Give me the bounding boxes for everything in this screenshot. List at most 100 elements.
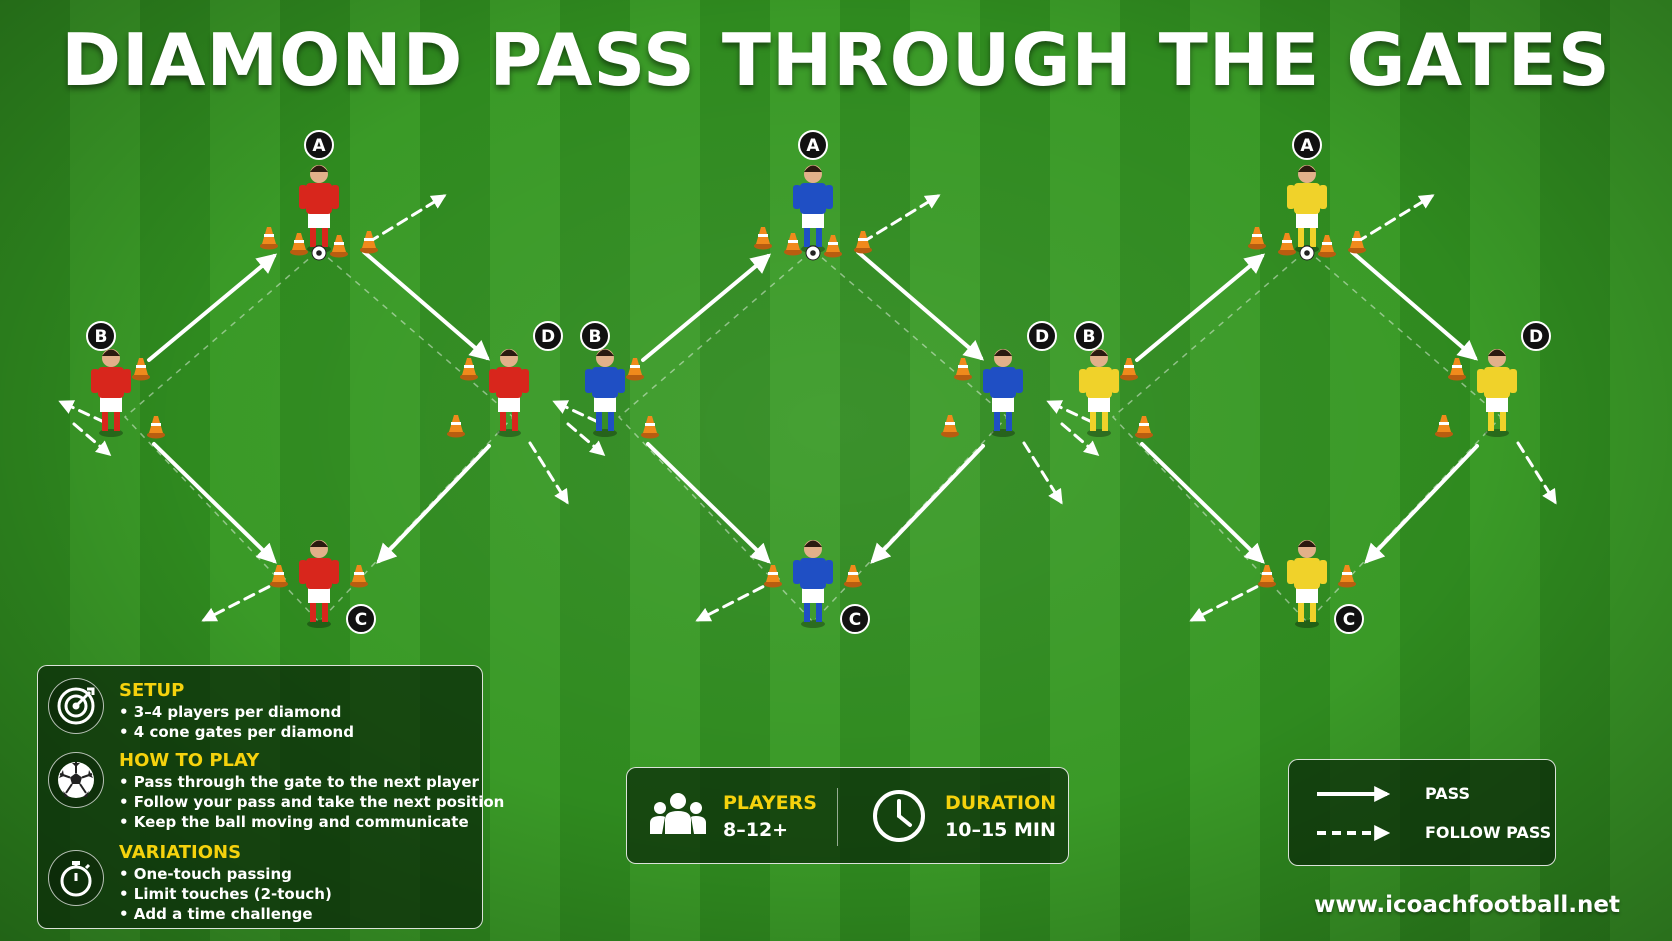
group-icon bbox=[650, 793, 706, 834]
player bbox=[1477, 349, 1517, 437]
list-item: • Add a time challenge bbox=[119, 905, 313, 923]
player bbox=[983, 349, 1023, 437]
pass-arrow bbox=[152, 442, 277, 564]
cone bbox=[1248, 227, 1266, 250]
soccer-ball-icon bbox=[48, 752, 104, 808]
cone bbox=[1278, 233, 1296, 256]
drill-title: DIAMOND PASS THROUGH THE GATES bbox=[61, 18, 1611, 102]
cone bbox=[1120, 358, 1138, 381]
follow-pass-arrow bbox=[1516, 441, 1557, 505]
cone bbox=[132, 358, 150, 381]
player bbox=[1287, 165, 1327, 253]
list-item: • Limit touches (2-touch) bbox=[119, 885, 332, 903]
cone bbox=[764, 565, 782, 588]
diamond-outline bbox=[1111, 249, 1503, 624]
pass-arrow bbox=[856, 250, 985, 361]
legend-follow-pass-label: FOLLOW PASS bbox=[1425, 823, 1552, 842]
pass-arrow bbox=[1140, 442, 1265, 564]
player bbox=[585, 349, 625, 437]
player bbox=[793, 540, 833, 628]
follow-pass-arrow bbox=[58, 400, 106, 424]
position-label: B bbox=[1074, 321, 1104, 351]
cone bbox=[1348, 231, 1366, 254]
stopwatch-icon bbox=[48, 850, 104, 906]
svg-text:A: A bbox=[806, 136, 820, 156]
cone bbox=[824, 235, 842, 258]
player bbox=[299, 540, 339, 628]
list-item: • Pass through the gate to the next play… bbox=[119, 773, 479, 791]
pass-arrow bbox=[147, 253, 278, 362]
svg-text:D: D bbox=[541, 327, 555, 347]
position-label: D bbox=[1027, 321, 1057, 351]
position-label: A bbox=[304, 130, 334, 160]
how-to-play-heading: HOW TO PLAY bbox=[119, 750, 260, 771]
list-item: • Keep the ball moving and communicate bbox=[119, 813, 469, 831]
follow-pass-arrow bbox=[1189, 577, 1274, 622]
cone bbox=[854, 231, 872, 254]
position-label: D bbox=[533, 321, 563, 351]
stats-divider bbox=[837, 788, 838, 846]
pass-arrow bbox=[376, 444, 491, 564]
cone bbox=[447, 415, 465, 438]
cone bbox=[641, 416, 659, 439]
position-label: C bbox=[840, 604, 870, 634]
pass-arrow bbox=[1135, 253, 1266, 362]
pass-arrow bbox=[362, 250, 491, 361]
svg-text:C: C bbox=[1343, 610, 1355, 630]
pass-arrow bbox=[1364, 444, 1479, 564]
position-label: A bbox=[1292, 130, 1322, 160]
list-item: • 3–4 players per diamond bbox=[119, 703, 342, 721]
cone bbox=[1338, 565, 1356, 588]
pass-arrow bbox=[641, 253, 772, 362]
follow-pass-arrow bbox=[528, 441, 569, 505]
player bbox=[91, 349, 131, 437]
cone bbox=[844, 565, 862, 588]
svg-text:A: A bbox=[312, 136, 326, 156]
position-label: C bbox=[1334, 604, 1364, 634]
website-link[interactable]: www.icoachfootball.net bbox=[1314, 892, 1620, 918]
svg-text:D: D bbox=[1529, 327, 1543, 347]
cone bbox=[1448, 358, 1466, 381]
cone bbox=[260, 227, 278, 250]
setup-heading: SETUP bbox=[119, 680, 185, 701]
player bbox=[1287, 540, 1327, 628]
instructions-panel: SETUP • 3–4 players per diamond • 4 cone… bbox=[37, 665, 504, 929]
cone bbox=[460, 358, 478, 381]
svg-text:A: A bbox=[1300, 136, 1314, 156]
soccer-ball-icon bbox=[311, 245, 327, 261]
svg-text:D: D bbox=[1035, 327, 1049, 347]
pass-arrow bbox=[1350, 250, 1479, 361]
cone bbox=[754, 227, 772, 250]
follow-pass-arrow bbox=[72, 422, 112, 456]
position-label: C bbox=[346, 604, 376, 634]
soccer-ball-icon bbox=[805, 245, 821, 261]
cone bbox=[954, 358, 972, 381]
svg-text:B: B bbox=[1083, 327, 1096, 347]
cone bbox=[626, 358, 644, 381]
legend-pass-label: PASS bbox=[1425, 784, 1470, 803]
diamond-outline bbox=[123, 249, 515, 624]
cone bbox=[941, 415, 959, 438]
follow-pass-arrow bbox=[552, 400, 600, 424]
follow-pass-arrow bbox=[861, 194, 941, 244]
player bbox=[1079, 349, 1119, 437]
cone bbox=[360, 231, 378, 254]
cone bbox=[1318, 235, 1336, 258]
follow-pass-arrow bbox=[566, 422, 606, 456]
cone bbox=[1435, 415, 1453, 438]
duration-heading: DURATION bbox=[945, 792, 1057, 814]
soccer-ball-icon bbox=[1299, 245, 1315, 261]
list-item: • 4 cone gates per diamond bbox=[119, 723, 354, 741]
position-label: A bbox=[798, 130, 828, 160]
follow-pass-arrow bbox=[1022, 441, 1063, 505]
diamond-yellow: A B C D bbox=[1046, 130, 1557, 634]
follow-pass-arrow bbox=[1355, 194, 1435, 244]
player bbox=[299, 165, 339, 253]
setup-list: • 3–4 players per diamond • 4 cone gates… bbox=[119, 702, 354, 742]
pass-arrow bbox=[870, 444, 985, 564]
legend: PASS FOLLOW PASS bbox=[1288, 759, 1556, 866]
svg-text:B: B bbox=[95, 327, 108, 347]
